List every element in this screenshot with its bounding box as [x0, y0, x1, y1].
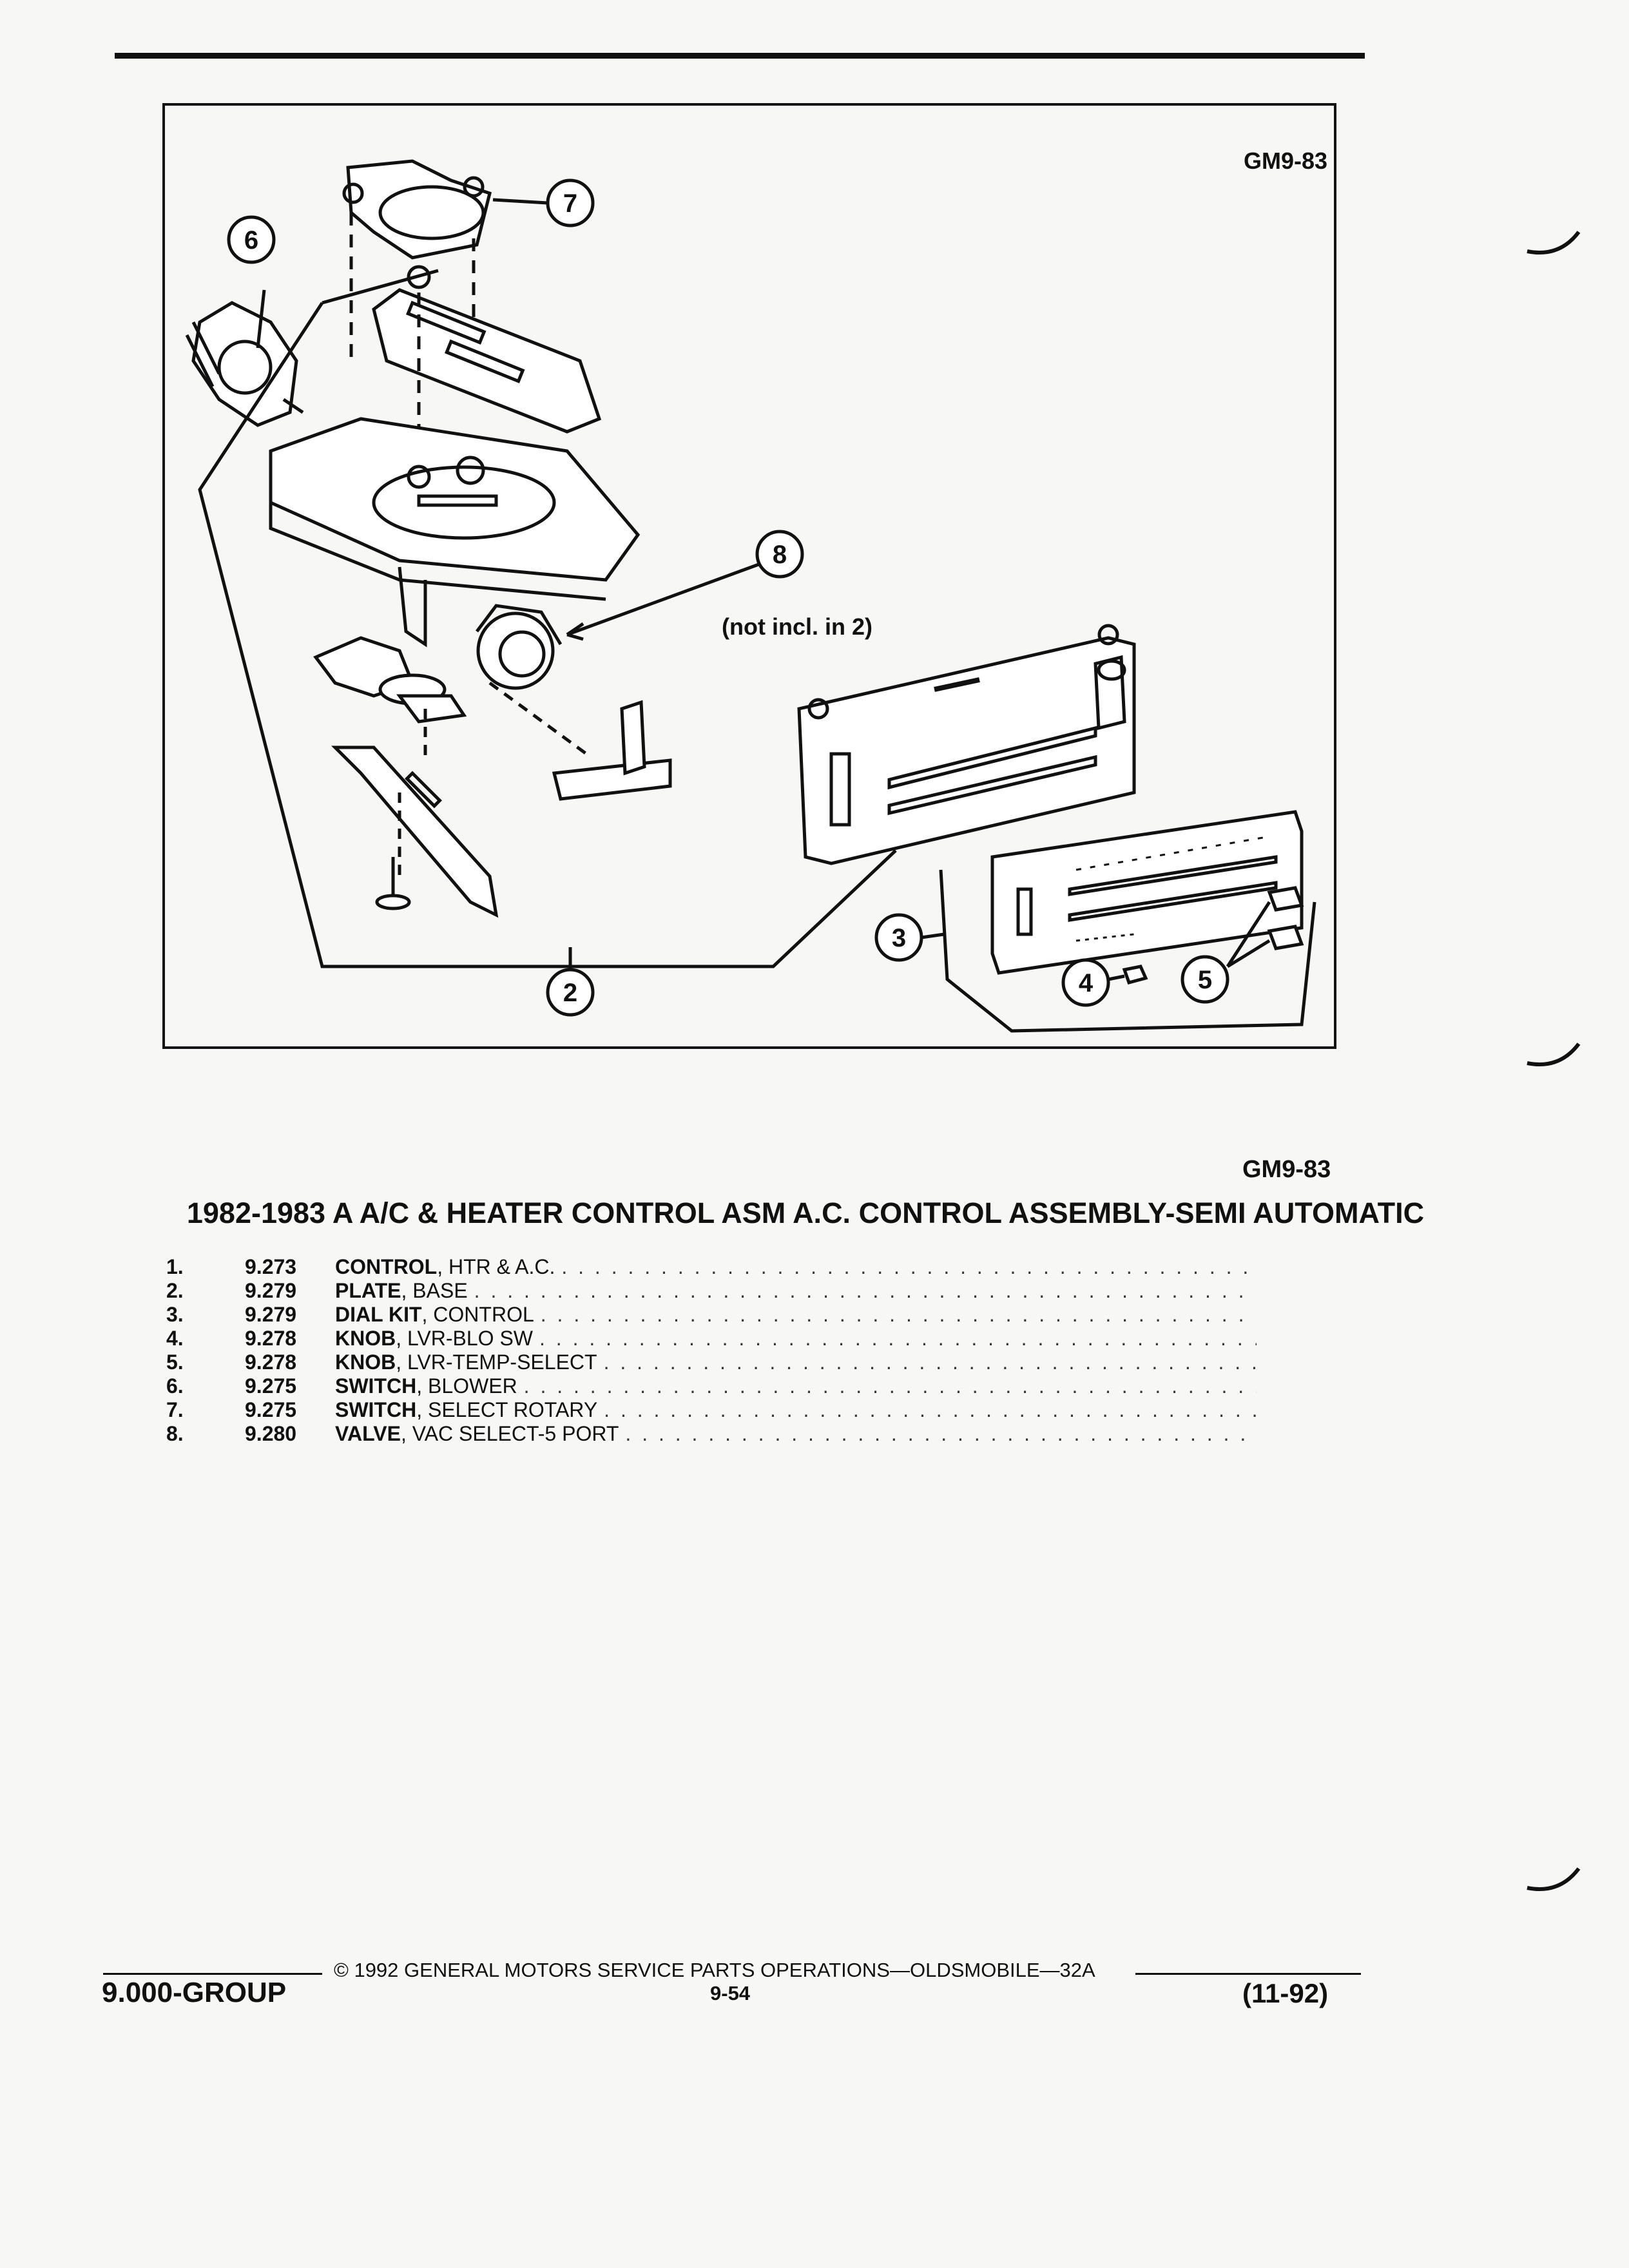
vacuum-valve-drawing — [476, 604, 672, 801]
callout-4: 4 — [1079, 969, 1094, 997]
parts-row: 8. 9.280 VALVE , VAC SELECT-5 PORT . . .… — [161, 1422, 1257, 1446]
callout-4-circle — [1061, 958, 1110, 1007]
parts-row: 5. 9.278 KNOB , LVR-TEMP-SELECT . . . . … — [161, 1350, 1257, 1374]
blower-switch-drawing — [185, 301, 304, 427]
callout-6-circle — [227, 215, 276, 264]
part-name: SWITCH — [335, 1374, 417, 1398]
callout-5: 5 — [1198, 966, 1212, 994]
part-number: 1. — [166, 1255, 184, 1278]
part-name: SWITCH — [335, 1398, 417, 1421]
select-rotary-switch-drawing — [342, 159, 492, 387]
part-name: KNOB — [335, 1350, 396, 1374]
footer-copyright: © 1992 GENERAL MOTORS SERVICE PARTS OPER… — [334, 1959, 1095, 1981]
top-rule — [115, 53, 1365, 59]
leader-dots: . . . . . . . . . . . . . . . . . . . . … — [625, 1422, 1257, 1445]
part-name: KNOB — [335, 1327, 396, 1350]
leader-dots: . . . . . . . . . . . . . . . . . . . . … — [603, 1350, 1257, 1374]
callout-2: 2 — [563, 979, 577, 1007]
footer-date: (11-92) — [1242, 1978, 1329, 2008]
callout-7: 7 — [563, 189, 577, 218]
part-detail: , CONTROL — [421, 1303, 534, 1326]
figure-frame — [162, 103, 1336, 1049]
part-detail: , VAC SELECT-5 PORT — [400, 1422, 619, 1445]
callout-2-circle — [546, 968, 595, 1017]
group-number: 9.275 — [245, 1398, 297, 1421]
leader-dots: . . . . . . . . . . . . . . . . . . . . … — [523, 1374, 1257, 1398]
part-number: 8. — [166, 1422, 184, 1445]
part-detail: , BASE — [401, 1279, 468, 1302]
binder-mark-icon — [1527, 231, 1581, 255]
callout-8-circle — [755, 530, 804, 579]
callout-3-circle — [874, 913, 923, 962]
part-detail: , LVR-TEMP-SELECT — [396, 1350, 597, 1374]
leader-dots: . . . . . . . . . . . . . . . . . . . . … — [540, 1303, 1257, 1326]
parts-row: 2. 9.279 PLATE , BASE . . . . . . . . . … — [161, 1279, 1257, 1303]
parts-row: 7. 9.275 SWITCH , SELECT ROTARY . . . . … — [161, 1398, 1257, 1422]
leader-dots: . . . . . . . . . . . . . . . . . . . . … — [561, 1255, 1257, 1278]
group-number: 9.279 — [245, 1303, 297, 1326]
part-name: DIAL KIT — [335, 1303, 422, 1326]
parts-row: 3. 9.279 DIAL KIT , CONTROL . . . . . . … — [161, 1303, 1257, 1327]
base-plate-drawing — [269, 417, 641, 648]
part-name: PLATE — [335, 1279, 401, 1302]
parts-row: 6. 9.275 SWITCH , BLOWER . . . . . . . .… — [161, 1374, 1257, 1398]
footer-page-number: 9-54 — [710, 1982, 751, 2004]
part-name: CONTROL — [335, 1255, 438, 1278]
part-number: 6. — [166, 1374, 184, 1398]
control-housing-drawing — [797, 624, 1136, 865]
footer-rule-right — [1135, 1973, 1361, 1975]
group-number: 9.275 — [245, 1374, 297, 1398]
parts-row: 4. 9.278 KNOB , LVR-BLO SW . . . . . . .… — [161, 1327, 1257, 1350]
leader-dots: . . . . . . . . . . . . . . . . . . . . … — [474, 1279, 1257, 1302]
parts-list: 1. 9.273 CONTROL , HTR & A.C. . . . . . … — [161, 1255, 1257, 1446]
part-number: 5. — [166, 1350, 184, 1374]
knob-blower-drawing — [1122, 965, 1148, 985]
part-detail: , HTR & A.C. — [437, 1255, 555, 1278]
page-title: 1982-1983 A A/C & HEATER CONTROL ASM A.C… — [186, 1196, 1425, 1229]
knob-temp-drawing-lower — [1267, 925, 1304, 950]
figure-code-top: GM9-83 — [1244, 148, 1327, 174]
callout-3: 3 — [892, 924, 906, 952]
group-number: 9.280 — [245, 1422, 297, 1445]
callout-8: 8 — [773, 541, 787, 569]
part-detail: , LVR-BLO SW — [396, 1327, 533, 1350]
dial-kit-drawing — [990, 810, 1304, 975]
not-included-note: (not incl. in 2) — [722, 613, 872, 640]
callout-6: 6 — [244, 226, 258, 255]
lever-drawing — [313, 636, 499, 918]
footer-rule-left — [103, 1973, 322, 1975]
parts-row: 1. 9.273 CONTROL , HTR & A.C. . . . . . … — [161, 1255, 1257, 1279]
exploded-parts-diagram: 1 2 3 4 5 6 7 8 (not incl. in 2) GM9-83 … — [185, 148, 1327, 1033]
footer-group: 9.000-GROUP — [102, 1977, 287, 2008]
part-detail: , BLOWER — [416, 1374, 517, 1398]
leader-dots: . . . . . . . . . . . . . . . . . . . . … — [604, 1398, 1257, 1421]
part-detail: , SELECT ROTARY — [416, 1398, 598, 1421]
group-number: 9.273 — [245, 1255, 297, 1278]
knob-temp-drawing-upper — [1267, 886, 1304, 912]
part-name: VALVE — [335, 1422, 401, 1445]
callout-5-circle — [1181, 955, 1229, 1004]
group-number: 9.279 — [245, 1279, 297, 1302]
callout-7-circle — [546, 178, 595, 227]
part-number: 7. — [166, 1398, 184, 1421]
part-number: 4. — [166, 1327, 184, 1350]
binder-mark-icon — [1527, 1043, 1581, 1066]
part-number: 3. — [166, 1303, 184, 1326]
part-number: 2. — [166, 1279, 184, 1302]
group-number: 9.278 — [245, 1327, 297, 1350]
group-number: 9.278 — [245, 1350, 297, 1374]
slide-plate-drawing — [372, 265, 602, 451]
figure-code-bottom: GM9-83 — [1242, 1156, 1331, 1183]
binder-mark-icon — [1527, 1867, 1581, 1891]
leader-dots: . . . . . . . . . . . . . . . . . . . . … — [539, 1327, 1257, 1350]
